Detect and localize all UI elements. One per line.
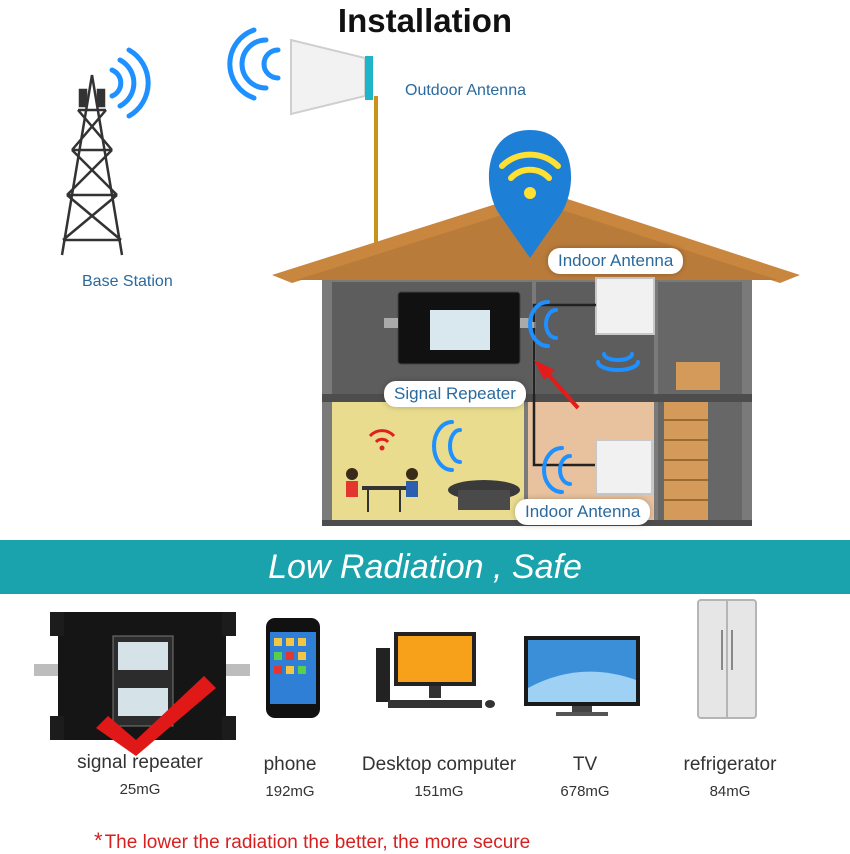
device-radiation-value: 678mG: [560, 783, 610, 800]
device-name: refrigerator: [683, 754, 777, 775]
page-title: Installation: [337, 2, 513, 39]
people-table-icon: [346, 429, 520, 512]
phone-icon: [266, 618, 320, 718]
footnote: *The lower the radiation the better, the…: [94, 828, 530, 854]
desktop-computer-icon: [376, 632, 495, 708]
refrigerator-icon: [697, 599, 757, 719]
indoor-antenna-top-icon: [595, 277, 655, 335]
indoor-antenna-bottom-label: Indoor Antenna: [515, 499, 651, 525]
outdoor-antenna-waves-icon: [227, 27, 281, 101]
base-station-tower-icon: [60, 74, 124, 256]
device-radiation-value: 151mG: [414, 783, 464, 800]
device-refrigerator: refrigerator 84mG: [670, 754, 790, 800]
house-icon: [322, 272, 752, 526]
device-desktop-computer: Desktop computer 151mG: [354, 754, 524, 800]
indoor-signal-waves-icon: [432, 300, 640, 494]
signal-repeater-device-icon: [384, 291, 534, 365]
base-station-label: Base Station: [82, 273, 173, 290]
wifi-location-pin-icon: [488, 130, 572, 258]
outdoor-antenna-label: Outdoor Antenna: [405, 82, 526, 99]
low-radiation-banner: Low Radiation , Safe: [0, 540, 850, 594]
signal-repeater-label: Signal Repeater: [384, 381, 526, 407]
tower-signal-waves-icon: [109, 47, 151, 119]
device-phone: phone 192mG: [245, 754, 335, 800]
footnote-text: The lower the radiation the better, the …: [104, 832, 531, 853]
tv-icon: [524, 636, 640, 716]
device-name: Desktop computer: [361, 754, 517, 775]
device-radiation-value: 192mG: [265, 783, 315, 800]
indoor-antenna-top-label: Indoor Antenna: [548, 248, 684, 274]
footnote-star: *: [94, 828, 103, 853]
device-signal-repeater: signal repeater 25mG: [40, 752, 240, 798]
device-radiation-value: 84mG: [709, 783, 751, 800]
device-name: TV: [572, 754, 598, 775]
device-name: signal repeater: [77, 752, 203, 773]
device-radiation-value: 25mG: [119, 781, 161, 798]
device-name: phone: [263, 754, 317, 775]
indoor-antenna-bottom-icon: [595, 439, 653, 495]
repeater-product-icon: [34, 612, 250, 756]
red-arrow-icon: [534, 360, 580, 410]
device-tv: TV 678mG: [545, 754, 625, 800]
